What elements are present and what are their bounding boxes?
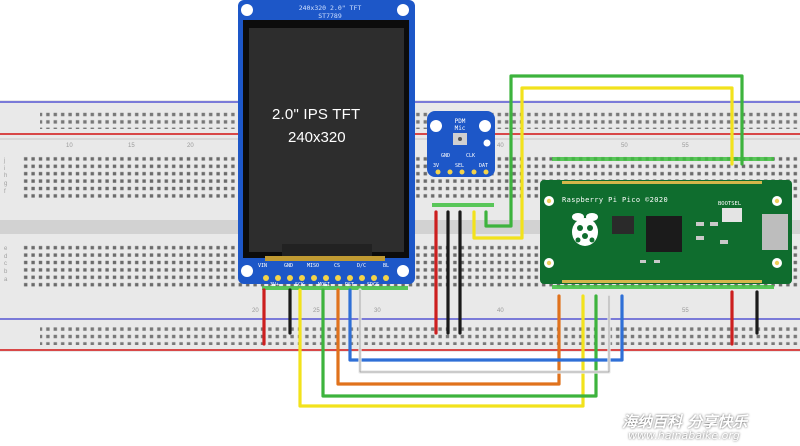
mic-pin-sel: SEL: [455, 163, 465, 169]
flash-chip: [612, 216, 634, 234]
mic-header-line2: Mic: [454, 125, 466, 132]
mic-header-line1: PDM: [454, 118, 466, 125]
bottom-rail-red-line: [0, 349, 800, 351]
svg-text:g: g: [4, 181, 7, 187]
column-number: 55: [682, 143, 689, 149]
pin-label-gnd: GND: [284, 263, 294, 269]
svg-text:c: c: [4, 261, 7, 267]
pin-label-rst: RST: [345, 282, 355, 288]
column-number: 15: [128, 143, 135, 149]
pin-label-3v: 3V+: [270, 282, 280, 288]
column-number: 30: [374, 308, 381, 314]
column-number: 50: [621, 143, 628, 149]
highlighted-holes: [262, 157, 774, 290]
wires: [262, 74, 759, 408]
mic-pin-3v: 3V: [433, 163, 440, 169]
bootsel-button: [722, 208, 742, 222]
wire-yellow-mic-clock: [472, 86, 734, 240]
svg-text:e: e: [4, 246, 8, 252]
screen-text-line1: 2.0" IPS TFT: [272, 106, 361, 123]
pin-label-miso: MISO: [307, 263, 320, 269]
svg-text:d: d: [4, 254, 7, 260]
column-number: 40: [497, 308, 504, 314]
svg-text:f: f: [4, 189, 6, 195]
bottom-rail-blue-line: [0, 318, 800, 320]
screen-text-line2: 240x320: [288, 129, 346, 146]
pico-bootsel-label: BOOTSEL: [718, 201, 742, 207]
wire-orange-display-cs: [336, 288, 561, 386]
watermark-url: www.hainabaike.org: [628, 429, 740, 442]
svg-text:b: b: [4, 269, 8, 275]
pico-pin-rows: [562, 181, 762, 283]
watermark-text: 海纳百科 分享快乐: [622, 413, 748, 431]
column-number: 55: [682, 308, 689, 314]
svg-text:h: h: [4, 173, 7, 179]
display-header-line1: 240x320 2.0" TFT: [298, 4, 362, 12]
mic-pin-dat: DAT: [479, 163, 489, 169]
wire-blue-display-dc: [348, 288, 624, 362]
wire-green-mic-data: [484, 74, 744, 228]
tft-pin-header: [263, 275, 389, 281]
wire-yellow-display-sck: [298, 288, 585, 408]
tft-display-board: [238, 0, 415, 284]
pin-label-vin: VIN: [258, 263, 268, 269]
pin-label-mosi: MOSI: [318, 282, 331, 288]
svg-text:j: j: [3, 158, 5, 164]
wire-green-display-mosi: [321, 288, 598, 398]
display-model-label: 240x320 2.0" TFT ST7789: [250, 4, 410, 20]
column-number: 20: [252, 308, 259, 314]
mic-model-label: PDM Mic: [440, 118, 480, 132]
column-number: 40: [497, 143, 504, 149]
pdm-mic-board: [427, 111, 495, 177]
raspberry-pi-pico: [540, 180, 792, 284]
pico-title: Raspberry Pi Pico ©2020: [562, 196, 669, 204]
rp2040-chip: [646, 216, 682, 252]
svg-text:i: i: [4, 166, 5, 172]
pin-label-dc: D/C: [357, 263, 367, 269]
pin-label-bl: BL: [383, 263, 390, 269]
column-number: 20: [187, 143, 194, 149]
display-header-line2: ST7789: [318, 12, 342, 20]
column-number: 10: [66, 143, 73, 149]
pin-label-sdcs: SDCS: [367, 282, 380, 288]
usb-port: [762, 214, 788, 250]
column-number: 25: [313, 308, 320, 314]
svg-text:a: a: [4, 277, 8, 283]
pin-label-cs: CS: [334, 263, 341, 269]
pin-label-sck: SCK: [295, 282, 305, 288]
mic-pin-clk: CLK: [466, 153, 476, 159]
mic-pin-gnd: GND: [441, 153, 451, 159]
